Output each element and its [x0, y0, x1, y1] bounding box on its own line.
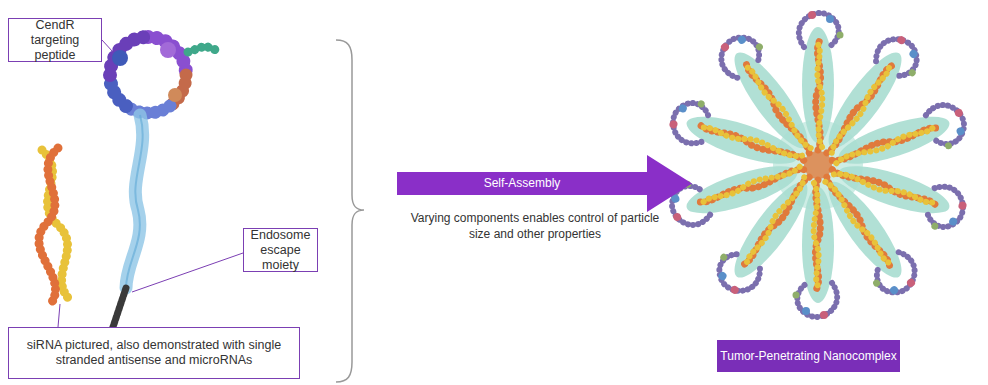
node-text: CendR targeting peptide — [15, 18, 95, 63]
leader-lines — [58, 40, 243, 327]
escape-coil — [112, 288, 126, 330]
node-text: siRNA pictured, also demonstrated with s… — [15, 338, 293, 368]
note-text: Varying components enables control of pa… — [400, 210, 670, 242]
process-arrow: Self-Assembly — [397, 155, 692, 212]
nanocomplex — [664, 11, 973, 319]
cendr-peptide — [110, 37, 216, 113]
sirna-helix — [39, 148, 70, 302]
callout-box: Endosome escape moiety — [243, 228, 318, 272]
callout-box: siRNA pictured, also demonstrated with s… — [8, 327, 300, 379]
node-text: Tumor-Penetrating Nanocomplex — [720, 349, 896, 363]
peptide-linker — [126, 115, 143, 288]
callout-box: CendR targeting peptide — [8, 18, 102, 62]
node-text: Endosome escape moiety — [250, 228, 311, 273]
curly-bracket — [336, 40, 364, 382]
title-badge: Tumor-Penetrating Nanocomplex — [717, 340, 900, 372]
node-text: Self-Assembly — [397, 172, 647, 195]
